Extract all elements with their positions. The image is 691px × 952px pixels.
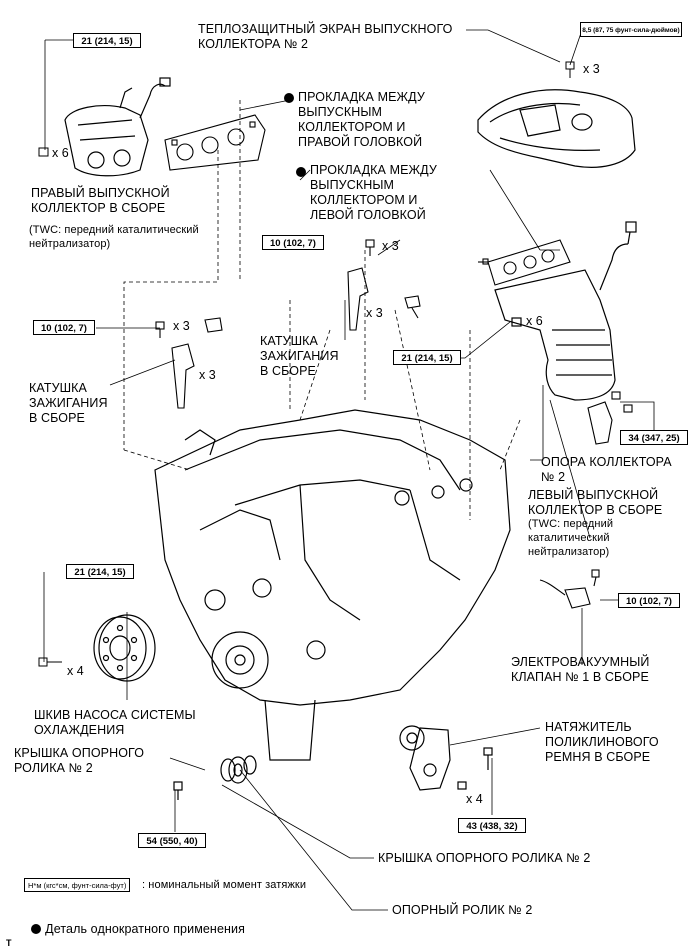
torque-heat-shield: 8,5 (87, 75 фунт-сила-дюймов) [580, 22, 682, 37]
heat-shield-bolt [565, 61, 575, 78]
pulley-bolt [38, 657, 62, 667]
torque-right-manifold: 21 (214, 15) [73, 33, 141, 48]
right-manifold-drawing [64, 77, 171, 177]
ignition-coil-left-drawing [155, 317, 223, 409]
torque-left-manifold: 21 (214, 15) [393, 350, 461, 365]
torque-coil-left: 10 (102, 7) [33, 320, 95, 335]
left-gasket-drawing [478, 239, 571, 286]
manifold-nut [38, 147, 49, 157]
heat-shield-drawing [477, 89, 636, 168]
qty-coil-top-bolts: x 3 [382, 239, 399, 253]
right-manifold-label: ПРАВЫЙ ВЫПУСКНОЙ КОЛЛЕКТОР В СБОРЕ [31, 186, 170, 215]
qty-right-manifold-nuts: x 6 [52, 146, 69, 160]
right-manifold-note: (TWC: передний каталитический нейтрализа… [29, 224, 199, 250]
torque-vsv: 10 (102, 7) [618, 593, 680, 608]
left-manifold-drawing [494, 221, 637, 401]
manifold-stay-label: ОПОРА КОЛЛЕКТОРА № 2 [541, 455, 672, 484]
qty-tensioner-bolts: x 4 [466, 792, 483, 806]
left-manifold-note: (TWC: передний каталитический нейтрализа… [528, 518, 614, 558]
qty-heat-shield-bolts: x 3 [583, 62, 600, 76]
corner-mark: T [6, 938, 12, 948]
idler-pulley-drawing [173, 755, 257, 800]
engine-block-drawing [154, 409, 511, 761]
qty-coil-left-bolts: x 3 [173, 319, 190, 333]
single-use-marker [284, 93, 294, 103]
gasket-right-label: ПРОКЛАДКА МЕЖДУ ВЫПУСКНЫМ КОЛЛЕКТОРОМ И … [298, 90, 425, 149]
torque-coil-top: 10 (102, 7) [262, 235, 324, 250]
heat-shield-label: ТЕПЛОЗАЩИТНЫЙ ЭКРАН ВЫПУСКНОГО КОЛЛЕКТОР… [198, 22, 453, 51]
idler-cover-top-label: КРЫШКА ОПОРНОГО РОЛИКА № 2 [14, 746, 145, 775]
ignition-coil-top-label: КАТУШКА ЗАЖИГАНИЯ В СБОРЕ [260, 334, 339, 378]
water-pump-pulley-drawing [93, 614, 156, 682]
right-gasket-drawing [164, 114, 266, 171]
idler-pulley-label: ОПОРНЫЙ РОЛИК № 2 [392, 903, 533, 917]
torque-idler: 54 (550, 40) [138, 833, 206, 848]
torque-stay: 34 (347, 25) [620, 430, 688, 445]
gasket-left-label: ПРОКЛАДКА МЕЖДУ ВЫПУСКНЫМ КОЛЛЕКТОРОМ И … [310, 163, 437, 222]
ignition-coil-left-label: КАТУШКА ЗАЖИГАНИЯ В СБОРЕ [29, 381, 108, 425]
idler-cover-bottom-label: КРЫШКА ОПОРНОГО РОЛИКА № 2 [378, 851, 591, 865]
tensioner-label: НАТЯЖИТЕЛЬ ПОЛИКЛИНОВОГО РЕМНЯ В СБОРЕ [545, 720, 659, 764]
single-use-marker [296, 167, 306, 177]
qty-coil-left-coils: x 3 [199, 368, 216, 382]
ignition-coil-top-drawing [347, 239, 421, 331]
tensioner-drawing [399, 725, 493, 791]
qty-pulley-bolts: x 4 [67, 664, 84, 678]
torque-tensioner: 43 (438, 32) [458, 818, 526, 833]
legend-units-box: Н*м (кгс*см, фунт-сила-фут) [24, 878, 131, 892]
single-use-dot [31, 924, 42, 934]
manifold-stay-drawing [587, 391, 633, 445]
qty-coil-top-coils: x 3 [366, 306, 383, 320]
vsv-drawing [539, 569, 600, 609]
left-manifold-label: ЛЕВЫЙ ВЫПУСКНОЙ КОЛЛЕКТОР В СБОРЕ [528, 488, 663, 517]
vsv-label: ЭЛЕКТРОВАКУУМНЫЙ КЛАПАН № 1 В СБОРЕ [511, 655, 650, 684]
torque-pulley: 21 (214, 15) [66, 564, 134, 579]
legend-units-text: : номинальный момент затяжки [142, 879, 307, 891]
legend-single-use: Деталь однократного применения [24, 907, 245, 937]
legend-single-use-text: Деталь однократного применения [45, 922, 245, 936]
qty-left-manifold-nuts: x 6 [526, 314, 543, 328]
pulley-label: ШКИВ НАСОСА СИСТЕМЫ ОХЛАЖДЕНИЯ [34, 708, 196, 737]
